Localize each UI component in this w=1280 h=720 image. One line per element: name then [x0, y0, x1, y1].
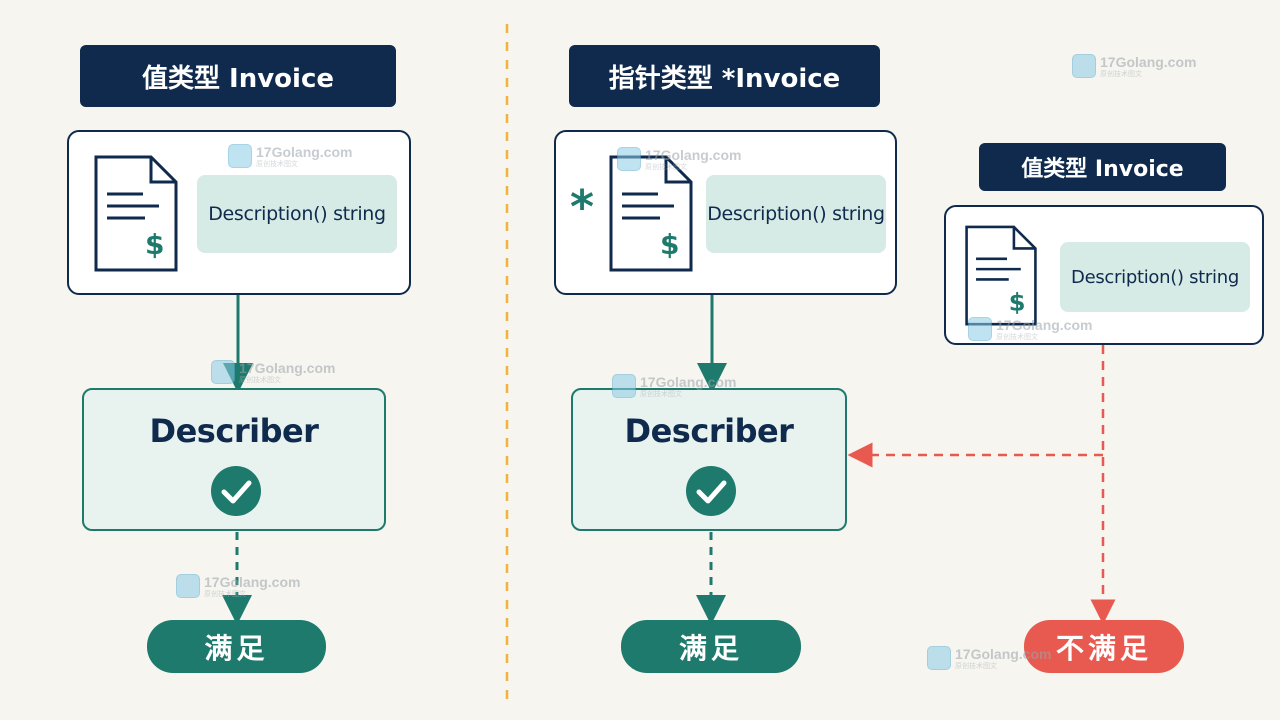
- left-title-text: 值类型 Invoice: [141, 63, 334, 94]
- right-type-card: $ Description() string: [944, 205, 1264, 345]
- check-circle-icon: [685, 465, 737, 521]
- left-title: 值类型 Invoice: [80, 45, 396, 107]
- right-result-text: 不满足: [1055, 631, 1152, 665]
- middle-interface-box: Describer: [571, 388, 847, 531]
- left-interface-box: Describer: [82, 388, 386, 531]
- right-method-box: Description() string: [1060, 242, 1250, 312]
- right-method-text: Description() string: [1071, 266, 1239, 288]
- middle-interface-label: Describer: [624, 412, 794, 450]
- left-method-text: Description() string: [208, 203, 386, 225]
- middle-title-text: 指针类型 *Invoice: [608, 63, 841, 94]
- middle-title: 指针类型 *Invoice: [569, 45, 880, 107]
- right-result-badge: 不满足: [1024, 620, 1184, 673]
- middle-method-box: Description() string: [706, 175, 886, 253]
- left-result-badge: 满足: [147, 620, 326, 673]
- middle-type-card: * $ Description() string: [554, 130, 897, 295]
- left-interface-label: Describer: [149, 412, 319, 450]
- left-type-card: $ Description() string: [67, 130, 411, 295]
- pointer-asterisk: *: [570, 180, 595, 234]
- right-title-text: 值类型 Invoice: [1021, 157, 1184, 182]
- invoice-document-icon: $: [608, 154, 694, 278]
- svg-text:$: $: [1009, 288, 1026, 316]
- middle-result-badge: 满足: [621, 620, 801, 673]
- left-method-box: Description() string: [197, 175, 397, 253]
- svg-text:$: $: [145, 228, 164, 261]
- svg-text:$: $: [660, 228, 679, 261]
- middle-result-text: 满足: [678, 631, 743, 665]
- check-circle-icon: [210, 465, 262, 521]
- left-result-text: 满足: [204, 631, 269, 665]
- middle-method-text: Description() string: [707, 203, 885, 225]
- invoice-document-icon: $: [964, 223, 1038, 333]
- invoice-document-icon: $: [93, 154, 179, 278]
- right-title: 值类型 Invoice: [979, 143, 1226, 191]
